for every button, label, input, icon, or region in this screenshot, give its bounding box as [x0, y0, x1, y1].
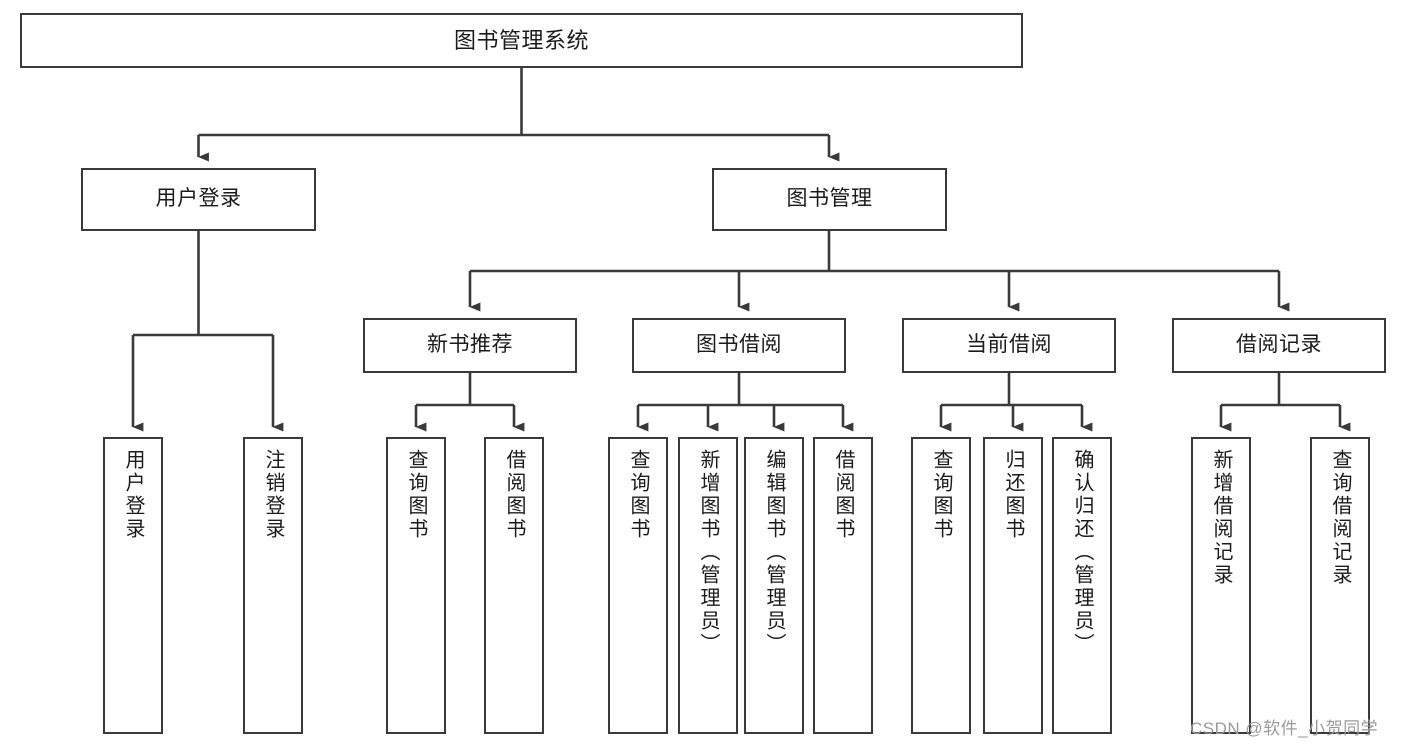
node-label: 用户登录	[122, 449, 144, 541]
node-user-login[interactable]: 用户登录	[81, 168, 316, 231]
node-label: 用户登录	[155, 187, 242, 211]
node-borrow-record[interactable]: 借阅记录	[1172, 318, 1386, 373]
node-label: 查询图书	[405, 449, 427, 541]
node-label: 图书管理	[786, 187, 873, 211]
node-label: 图书借阅	[696, 333, 782, 357]
node-label: 借阅图书	[503, 449, 525, 541]
node-leaf-borrow-book-1[interactable]: 借阅图书	[484, 437, 544, 734]
node-root-system[interactable]: 图书管理系统	[20, 13, 1023, 68]
node-leaf-edit-book[interactable]: 编辑图书（管理员）	[744, 437, 804, 734]
node-leaf-user-login[interactable]: 用户登录	[103, 437, 163, 734]
node-leaf-query-book-1[interactable]: 查询图书	[386, 437, 446, 734]
node-label: 新书推荐	[427, 333, 513, 357]
node-label: 当前借阅	[966, 333, 1052, 357]
node-label: 借阅图书	[832, 449, 854, 541]
connectors	[131, 68, 1351, 432]
node-new-book-recommend[interactable]: 新书推荐	[363, 318, 577, 373]
node-label: 注销登录	[262, 449, 284, 541]
node-label: 确认归还（管理员）	[1071, 449, 1093, 656]
node-leaf-add-record[interactable]: 新增借阅记录	[1191, 437, 1251, 734]
node-label: 借阅记录	[1236, 333, 1322, 357]
node-label: 新增图书（管理员）	[697, 449, 719, 656]
node-leaf-logout[interactable]: 注销登录	[243, 437, 303, 734]
node-leaf-query-record[interactable]: 查询借阅记录	[1310, 437, 1370, 734]
node-leaf-confirm-return[interactable]: 确认归还（管理员）	[1052, 437, 1112, 734]
node-current-borrow[interactable]: 当前借阅	[902, 318, 1116, 373]
node-leaf-query-book-2[interactable]: 查询图书	[608, 437, 668, 734]
node-label: 查询图书	[627, 449, 649, 541]
node-label: 归还图书	[1002, 449, 1024, 541]
node-label: 图书管理系统	[453, 27, 589, 53]
node-label: 编辑图书（管理员）	[763, 449, 785, 656]
node-leaf-add-book[interactable]: 新增图书（管理员）	[678, 437, 738, 734]
node-book-management[interactable]: 图书管理	[712, 168, 947, 231]
node-label: 查询图书	[930, 449, 952, 541]
node-label: 新增借阅记录	[1210, 449, 1232, 587]
node-book-borrow[interactable]: 图书借阅	[632, 318, 846, 373]
node-leaf-return-book[interactable]: 归还图书	[983, 437, 1043, 734]
node-leaf-query-book-3[interactable]: 查询图书	[911, 437, 971, 734]
node-leaf-borrow-book-2[interactable]: 借阅图书	[813, 437, 873, 734]
node-label: 查询借阅记录	[1329, 449, 1351, 587]
